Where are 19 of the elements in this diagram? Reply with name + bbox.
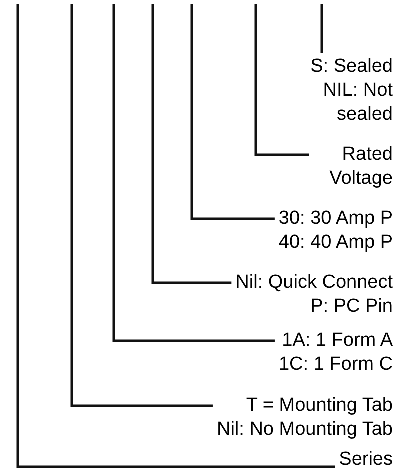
option-text: P: PC Pin [310, 295, 393, 319]
option-text: Nil: No Mounting Tab [216, 418, 393, 442]
leader-line [254, 4, 309, 156]
leader-line [112, 4, 275, 342]
leader-line [70, 4, 213, 408]
leader-line [320, 4, 324, 53]
option-text: NIL: Not sealed [322, 79, 393, 127]
leader-line [16, 4, 336, 468]
option-text: Nil: Quick Connect [236, 271, 393, 295]
option-text: Rated Voltage [328, 143, 393, 191]
option-text: T = Mounting Tab [246, 394, 393, 418]
leader-line [152, 4, 232, 284]
option-text: 30: 30 Amp P [278, 207, 393, 231]
option-text: Series [339, 448, 393, 472]
option-text: 40: 40 Amp P [278, 231, 393, 255]
leader-line [190, 4, 275, 220]
option-text: 1A: 1 Form A [282, 329, 393, 353]
option-text: S: Sealed [310, 55, 393, 79]
option-text: 1C: 1 Form C [278, 353, 393, 377]
